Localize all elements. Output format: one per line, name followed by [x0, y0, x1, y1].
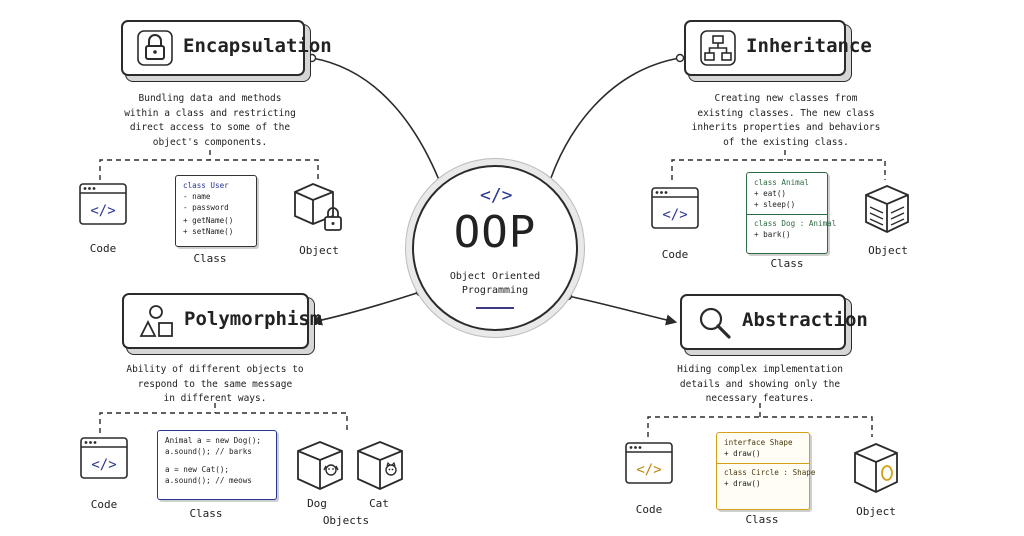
dog-cube-icon: [297, 441, 343, 490]
locked-cube-icon: [294, 183, 342, 231]
code-window-icon: </>: [625, 442, 673, 484]
abstraction-class-label: Class: [745, 513, 779, 526]
code-brackets-icon: </>: [480, 185, 513, 206]
polymorphism-code-label: Code: [90, 498, 118, 511]
abstraction-object-label: Object: [856, 505, 896, 518]
abstraction-title-box: Abstraction: [680, 294, 868, 350]
magnifier-icon: [699, 307, 731, 339]
encapsulation-title-box: Encapsulation: [121, 20, 332, 76]
abstraction-title: Abstraction: [742, 309, 868, 331]
abstraction-code-label: Code: [635, 503, 663, 516]
cat-cube-icon: [357, 441, 403, 490]
cat-label: Cat: [369, 497, 389, 510]
svg-text:</>: </>: [90, 203, 115, 219]
inheritance-object-label: Object: [868, 244, 908, 257]
center-underline: [476, 307, 514, 309]
polymorphism-description: Ability of different objects to respond …: [126, 364, 304, 404]
abstract-cube-icon: [854, 443, 898, 493]
dog-label: Dog: [307, 497, 327, 510]
inheritance-title: Inheritance: [746, 35, 872, 57]
layered-cube-icon: [865, 185, 909, 233]
center-subtitle-line1: Object Oriented: [449, 271, 541, 282]
polymorphism-class-label: Class: [189, 507, 223, 520]
svg-text:</>: </>: [636, 462, 661, 478]
arrow-encapsulation: [311, 57, 446, 193]
polymorphism-title: Polymorphism: [184, 308, 322, 330]
svg-text:</>: </>: [91, 457, 116, 473]
svg-text:</>: </>: [662, 207, 687, 223]
encapsulation-code-label: Code: [89, 242, 117, 255]
objects-label: Objects: [322, 514, 370, 527]
polymorphism-class-card: Animal a = new Dog(); a.sound(); // bark…: [157, 430, 277, 500]
arrow-abstraction: [567, 295, 678, 326]
polymorphism-title-box: Polymorphism: [122, 293, 321, 349]
inheritance-class-label: Class: [770, 257, 804, 270]
arrow-inheritance: [544, 57, 681, 193]
inheritance-title-box: Inheritance: [684, 20, 872, 76]
code-window-icon: </>: [79, 183, 127, 225]
center-subtitle-line2: Programming: [461, 285, 529, 296]
oop-center-circle: </> OOP Object Oriented Programming: [412, 165, 578, 331]
encapsulation-class-label: Class: [193, 252, 227, 265]
inheritance-description: Creating new classes from existing class…: [691, 93, 881, 148]
inheritance-class-card: class Animal + eat() + sleep() class Dog…: [746, 172, 836, 254]
encapsulation-title: Encapsulation: [183, 35, 332, 57]
code-window-icon: </>: [80, 437, 128, 479]
abstraction-class-card: interface Shape + draw() class Circle : …: [716, 432, 815, 510]
code-window-icon: </>: [651, 187, 699, 229]
shapes-icon: [139, 305, 173, 337]
inheritance-code-label: Code: [661, 248, 689, 261]
abstraction-description: Hiding complex implementation details an…: [677, 364, 843, 404]
encapsulation-description: Bundling data and methods within a class…: [124, 93, 296, 148]
lock-icon: [137, 30, 173, 66]
center-title: OOP: [453, 207, 537, 258]
hierarchy-icon: [700, 30, 736, 66]
encapsulation-class-card: class User - name - password + getName()…: [175, 175, 257, 247]
arrow-polymorphism: [310, 291, 421, 326]
encapsulation-object-label: Object: [299, 244, 339, 257]
